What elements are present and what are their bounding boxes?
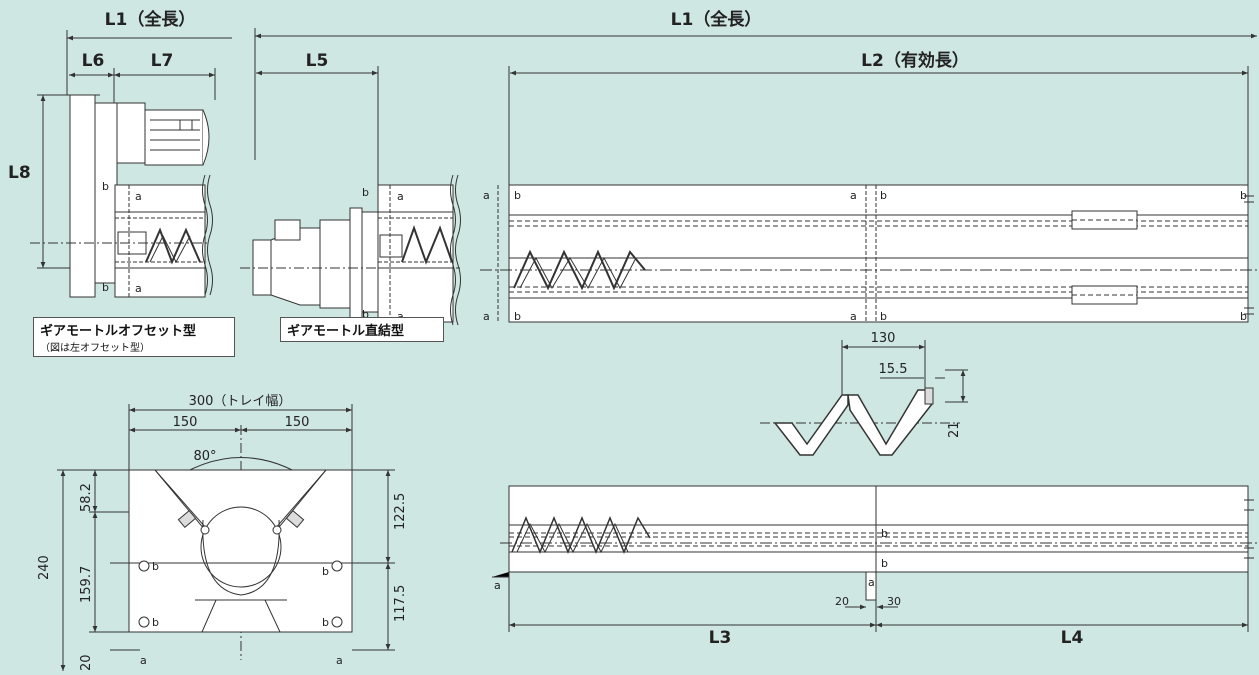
caption-offset-type: ギアモートルオフセット型 （図は左オフセット型） (33, 317, 235, 357)
label-screw-thickness: 15.5 (879, 362, 908, 377)
label-l1-left: L1（全長） (105, 9, 196, 30)
label-l1-top: L1（全長） (671, 9, 762, 30)
cross-section (57, 404, 395, 671)
caption-offset-title: ギアモートルオフセット型 (40, 324, 197, 339)
mark-b: b (881, 557, 888, 570)
label-side-20: 20 (835, 595, 849, 608)
mark-b: b (152, 616, 159, 629)
caption-offset-subtitle: （図は左オフセット型） (40, 343, 150, 354)
mark-b: b (1240, 310, 1247, 323)
trough-side-view (492, 485, 1259, 632)
mark-a: a (397, 190, 404, 203)
trough-top-view (480, 184, 1259, 323)
mark-a: a (494, 579, 501, 592)
mark-a: a (483, 189, 490, 202)
mark-a: a (140, 654, 147, 667)
label-height-58: 58.2 (79, 483, 94, 512)
mark-a: a (850, 189, 857, 202)
label-tray-width: 300（トレイ幅） (189, 394, 292, 409)
mark-a: a (336, 654, 343, 667)
caption-direct-type: ギアモートル直結型 (280, 317, 444, 342)
mark-b: b (102, 281, 109, 294)
label-height-159: 159.7 (79, 566, 94, 603)
top-dimensions (37, 28, 1257, 269)
mark-a: a (868, 576, 875, 589)
mark-b: b (322, 565, 329, 578)
mark-b: b (102, 180, 109, 193)
mark-b: b (881, 527, 888, 540)
label-height-117: 117.5 (393, 585, 408, 622)
mark-a: a (135, 282, 142, 295)
mark-b: b (1240, 189, 1247, 202)
label-half-right: 150 (285, 415, 310, 430)
label-height-20: 20 (79, 654, 94, 671)
label-side-30: 30 (887, 595, 901, 608)
label-l3: L3 (709, 628, 732, 648)
mark-b: b (514, 310, 521, 323)
mark-a: a (850, 310, 857, 323)
mark-b: b (322, 616, 329, 629)
label-l7: L7 (151, 51, 174, 71)
label-l8: L8 (8, 163, 31, 183)
label-height-240: 240 (37, 555, 52, 580)
label-half-left: 150 (173, 415, 198, 430)
mark-b: b (152, 560, 159, 573)
label-l2: L2（有効長） (861, 50, 969, 71)
caption-direct-title: ギアモートル直結型 (287, 324, 405, 339)
label-angle: 80° (193, 449, 216, 464)
mark-b: b (362, 308, 369, 321)
label-l6: L6 (82, 51, 105, 71)
direct-motor-view (240, 174, 461, 326)
label-l5: L5 (306, 51, 329, 71)
mark-a: a (135, 190, 142, 203)
label-screw-depth: 21 (947, 421, 962, 438)
mark-a: a (483, 310, 490, 323)
label-screw-pitch: 130 (871, 331, 896, 346)
offset-motor-view (30, 94, 213, 298)
mark-b: b (514, 189, 521, 202)
screw-detail (760, 340, 968, 456)
mark-b: b (880, 310, 887, 323)
label-l4: L4 (1061, 628, 1084, 648)
mark-b: b (880, 189, 887, 202)
mark-b: b (362, 186, 369, 199)
label-height-122: 122.5 (393, 493, 408, 530)
mark-a: a (397, 310, 404, 323)
